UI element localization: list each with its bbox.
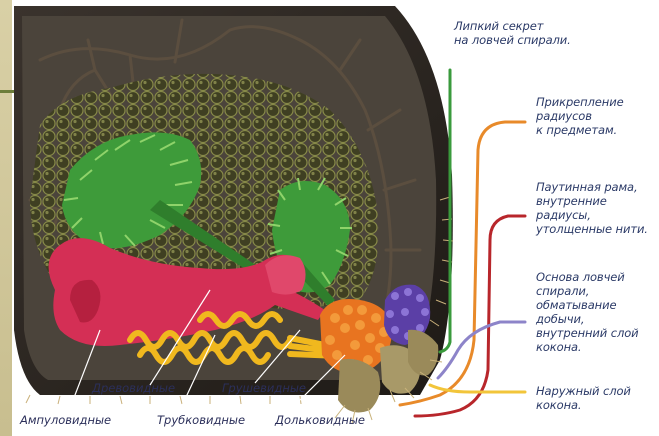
label-tubuliform: Трубковидные: [157, 413, 245, 427]
label-outer-cocoon: Наружный слой кокона.: [536, 384, 631, 412]
label-lobate: Дольковидные: [275, 413, 365, 427]
label-spiral-base: Основа ловчей спирали, обматывание добыч…: [536, 270, 659, 354]
label-sticky-secret: Липкий секрет на ловчей спирали.: [454, 19, 571, 47]
label-radius-attachment: Прикрепление радиусов к предметам.: [536, 95, 624, 137]
label-ampullate: Ампуловидные: [20, 413, 111, 427]
label-web-frame: Паутинная рама, внутренние радиусы, утол…: [536, 180, 659, 236]
label-arborescent: Древовидные: [92, 381, 175, 395]
label-piriform: Грушевидные: [222, 381, 306, 395]
line-yellow: [430, 385, 525, 392]
